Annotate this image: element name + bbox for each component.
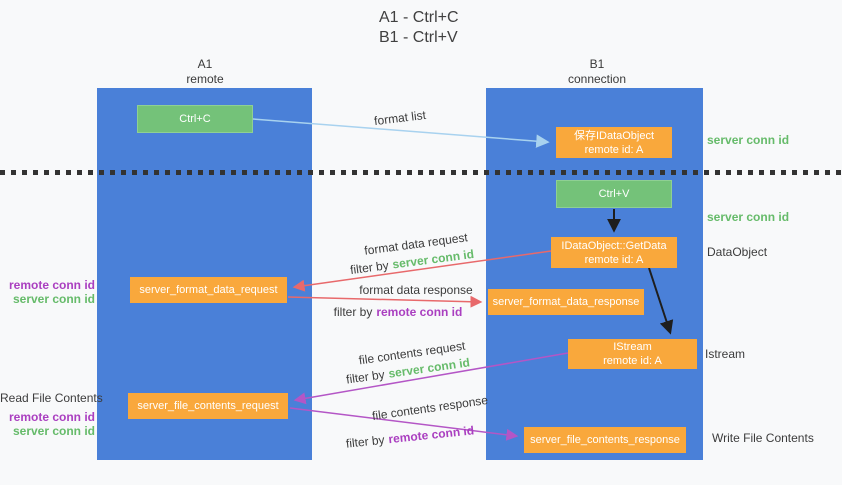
node-ctrl-c-label: Ctrl+C [179, 113, 211, 125]
node-istream: IStream remote id: A [568, 339, 697, 369]
node-format-request-label: server_format_data_request [139, 284, 278, 296]
label-remote-conn-id-left-top: remote conn id [8, 278, 95, 292]
label-istream: Istream [705, 347, 746, 361]
filter-by-text: filter by [349, 258, 390, 278]
label-server-conn-id-left-bottom: server conn id [12, 424, 95, 438]
node-server-file-contents-response: server_file_contents_response [524, 427, 686, 453]
filter-by-text: filter by [345, 432, 386, 451]
node-ctrl-v-label: Ctrl+V [598, 188, 630, 200]
title-line-1: A1 - Ctrl+C [379, 9, 459, 26]
filter-by-text: filter by [333, 305, 373, 319]
label-dataobject: DataObject [707, 245, 768, 259]
diagram-title: A1 - Ctrl+C B1 - Ctrl+V [0, 8, 842, 48]
node-server-format-data-request: server_format_data_request [130, 277, 287, 303]
label-format-list: format list [373, 107, 427, 129]
column-a1-role: remote [186, 72, 224, 86]
node-server-file-contents-request: server_file_contents_request [128, 393, 288, 419]
label-write-file-contents: Write File Contents [712, 431, 814, 445]
label-server-conn-id-left-top: server conn id [12, 292, 95, 306]
node-save-idataobject-line2: remote id: A [584, 143, 644, 156]
node-istream-line2: remote id: A [603, 355, 662, 367]
remote-conn-id-text: remote conn id [376, 305, 463, 319]
label-server-conn-id-right-top: server conn id [707, 133, 790, 147]
column-header-a1: A1 remote [145, 57, 265, 87]
title-line-2: B1 - Ctrl+V [379, 29, 458, 46]
label-format-data-response: format data response [359, 283, 473, 297]
phase-separator-line [0, 170, 842, 175]
node-file-request-label: server_file_contents_request [137, 400, 279, 412]
node-server-format-data-response: server_format_data_response [488, 289, 644, 315]
node-getdata-line1: IDataObject::GetData [561, 239, 667, 252]
node-save-idataobject-line1: 保存IDataObject [573, 129, 655, 142]
label-server-conn-id-right-mid: server conn id [707, 210, 790, 224]
column-b1-role: connection [567, 72, 627, 86]
arrow-format-data-response [287, 295, 483, 308]
label-file-contents-response: file contents response [371, 392, 489, 424]
label-read-file-contents: Read File Contents [0, 391, 103, 405]
node-save-idataobject: 保存IDataObject remote id: A [556, 127, 672, 158]
node-format-response-label: server_format_data_response [492, 296, 640, 308]
node-istream-line1: IStream [613, 341, 652, 353]
node-ctrl-v: Ctrl+V [556, 180, 672, 208]
node-idataobject-getdata: IDataObject::GetData remote id: A [551, 237, 677, 268]
column-b1-name: B1 [589, 57, 605, 71]
node-file-response-label: server_file_contents_response [530, 434, 680, 446]
node-getdata-line2: remote id: A [584, 253, 644, 266]
remote-conn-id-text: remote conn id [387, 423, 475, 447]
column-a1-name: A1 [197, 57, 213, 71]
column-header-b1: B1 connection [537, 57, 657, 87]
label-remote-conn-id-left-bottom: remote conn id [8, 410, 95, 424]
node-ctrl-c: Ctrl+C [137, 105, 253, 133]
filter-by-text: filter by [345, 367, 386, 387]
